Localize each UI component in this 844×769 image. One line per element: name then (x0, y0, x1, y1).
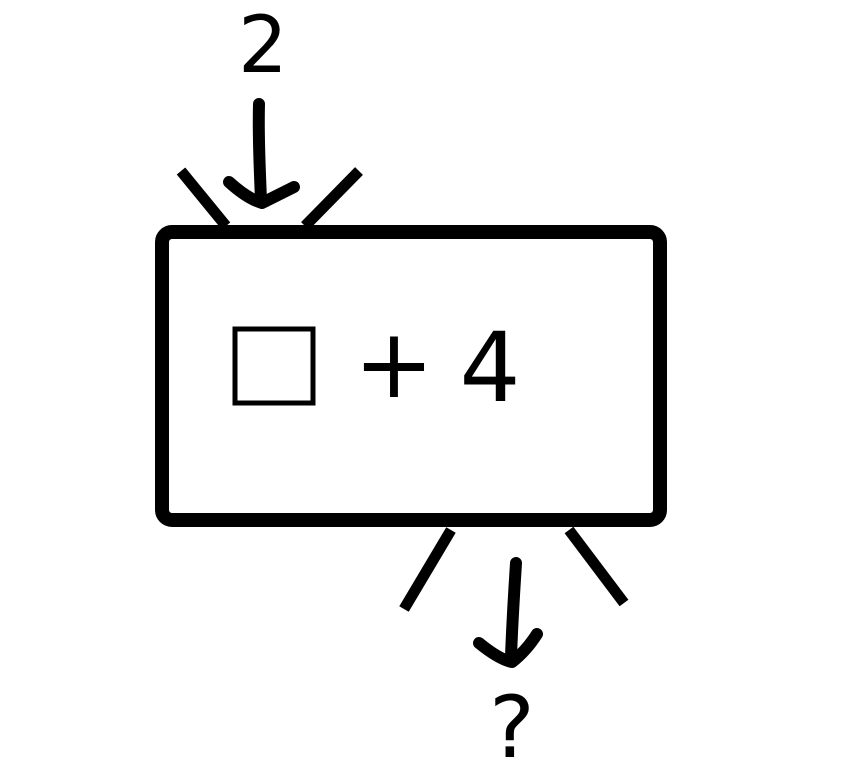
blank-square (232, 326, 316, 406)
output-value: ? (489, 678, 535, 769)
input-arrow-icon (223, 98, 300, 209)
rule-operand: 4 (459, 312, 520, 424)
output-funnel (399, 526, 629, 612)
output-arrow-icon (473, 557, 543, 668)
input-funnel (176, 167, 363, 230)
input-value: 2 (238, 1, 288, 91)
function-machine-box (155, 225, 667, 527)
rule-operator: + (354, 308, 434, 420)
